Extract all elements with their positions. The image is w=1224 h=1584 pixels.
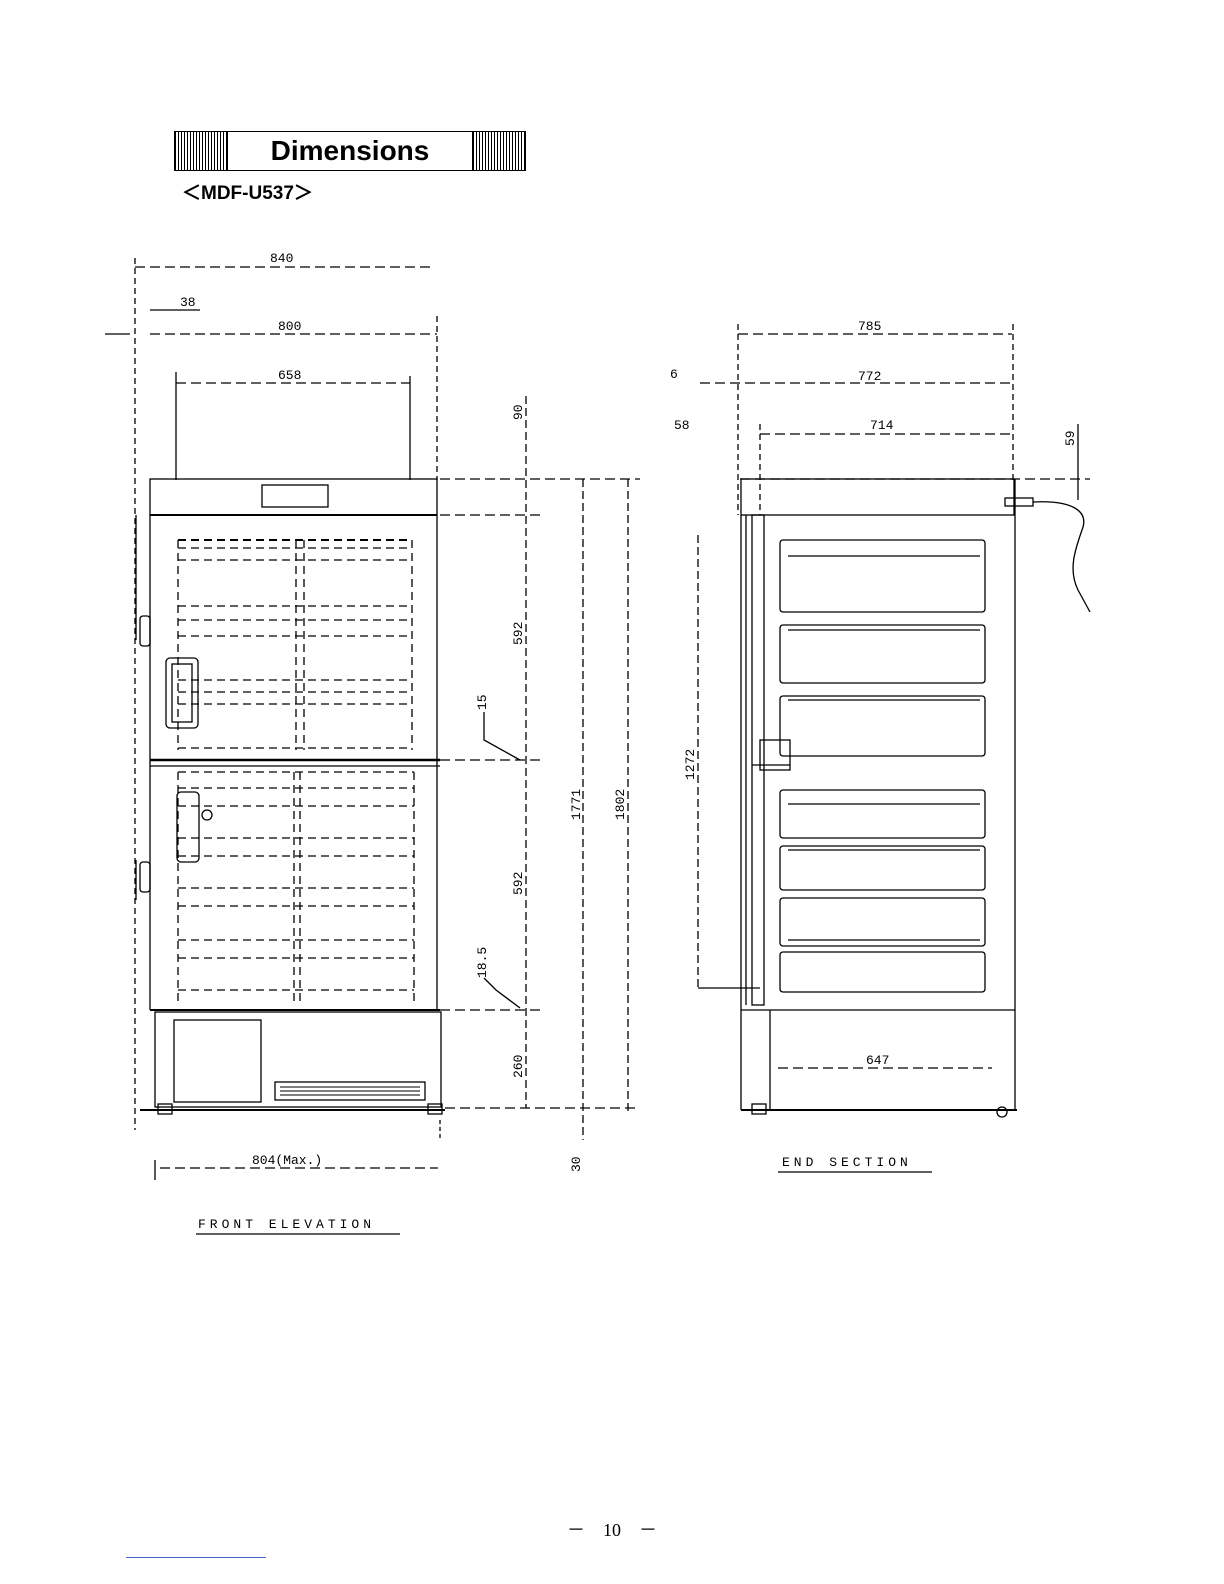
dim-base-height: 260 xyxy=(511,1055,526,1078)
dim-total-body-height: 1771 xyxy=(569,789,584,820)
dim-overall-depth: 785 xyxy=(858,319,881,334)
dim-overall-width: 840 xyxy=(270,251,293,266)
end-section-dimension-labels: 785 6 772 58 714 59 1272 647 END SECTION xyxy=(670,319,1078,1170)
dim-body-width: 800 xyxy=(278,319,301,334)
front-elevation-drawing xyxy=(105,258,640,1234)
dim-overall-height: 1802 xyxy=(613,789,628,820)
front-dimension-labels: 840 38 800 658 90 592 15 1771 1802 592 1… xyxy=(180,251,628,1232)
dim-base-depth: 647 xyxy=(866,1053,889,1068)
dim-door-swing: 804(Max.) xyxy=(252,1153,322,1168)
dim-inner-width: 658 xyxy=(278,368,301,383)
dim-gap: 15 xyxy=(475,694,490,710)
dim-door-thickness: 58 xyxy=(674,418,690,433)
end-section-caption: END SECTION xyxy=(782,1155,912,1170)
dim-lower-compartment: 592 xyxy=(511,872,526,895)
dim-inner-depth: 714 xyxy=(870,418,894,433)
dim-side-offset: 38 xyxy=(180,295,196,310)
dim-gap-left: 6 xyxy=(670,367,678,382)
page-number: － 10 － xyxy=(0,1516,1224,1542)
end-section-drawing xyxy=(698,324,1090,1172)
dim-foot: 30 xyxy=(569,1156,584,1172)
dim-upper-compartment: 592 xyxy=(511,622,526,645)
dim-inner-height: 1272 xyxy=(683,749,698,780)
dim-top-height: 90 xyxy=(511,404,526,420)
dim-depth-772: 772 xyxy=(858,369,881,384)
dim-lower-gap: 18.5 xyxy=(475,947,490,978)
footer-rule xyxy=(126,1557,266,1558)
dim-cord-offset: 59 xyxy=(1063,430,1078,446)
front-elevation-caption: FRONT ELEVATION xyxy=(198,1217,375,1232)
